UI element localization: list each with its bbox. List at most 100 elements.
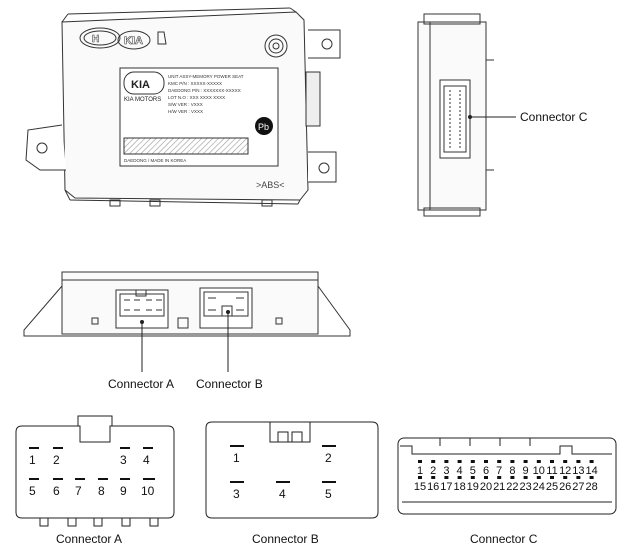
- pin-bar: [497, 476, 502, 479]
- pin-bar: [589, 460, 594, 463]
- pin-bar: [550, 460, 554, 463]
- label-line-6: H/W VER : VXXX: [168, 109, 203, 114]
- pin-bar: [497, 460, 502, 463]
- connector-b-front-pins: [208, 297, 244, 311]
- connector-a-front-pins: [124, 299, 162, 311]
- pin-label: 11: [546, 465, 557, 477]
- label-line-1: UNIT ASSY-MEMORY POWER SEAT: [168, 74, 244, 79]
- pin-label: 22: [506, 481, 518, 493]
- pin-bar: [431, 476, 436, 479]
- pin-label: 4: [143, 453, 150, 467]
- pin-label: 13: [572, 465, 584, 477]
- pin-label: 15: [414, 481, 426, 493]
- pin-label: 10: [141, 484, 155, 498]
- pin-bar: [470, 460, 475, 463]
- pin-label: 18: [453, 481, 465, 493]
- pin-label: 3: [233, 487, 240, 501]
- pin-bar: [322, 445, 336, 447]
- pin-label: 26: [559, 481, 571, 493]
- connector-b-outline: [205, 421, 379, 519]
- pin-label: 12: [559, 465, 571, 477]
- connector-a-outline: [15, 415, 175, 527]
- pin-label: 6: [483, 465, 489, 477]
- pin-label: 25: [546, 481, 558, 493]
- label-connector-b: Connector B: [252, 532, 319, 546]
- pin-bar: [75, 478, 85, 480]
- pin-bar: [29, 447, 39, 449]
- pin-bar: [484, 476, 488, 479]
- pin-label: 10: [533, 465, 545, 477]
- pin-bar: [120, 478, 130, 480]
- pin-label: 28: [585, 481, 597, 493]
- pin-label: 5: [29, 484, 36, 498]
- pin-label: 2: [325, 451, 332, 465]
- pb-free-text: Pb: [258, 122, 269, 132]
- pin-bar: [431, 460, 436, 463]
- pin-bar: [230, 481, 244, 483]
- pin-label: 2: [430, 465, 436, 477]
- pin-label: 4: [457, 465, 463, 477]
- abs-mark: >ABS<: [256, 180, 285, 190]
- hyundai-logo: H: [92, 34, 99, 45]
- pin-label: 8: [509, 465, 515, 477]
- pin-bar: [510, 460, 515, 463]
- pin-bar: [523, 460, 528, 463]
- module-front-view: [23, 271, 351, 337]
- pin-bar: [523, 476, 528, 479]
- pin-bar: [444, 476, 449, 479]
- pin-label: 16: [427, 481, 439, 493]
- label-connector-b-front: Connector B: [196, 377, 263, 391]
- pin-bar: [53, 478, 63, 480]
- pin-label: 1: [29, 453, 36, 467]
- pin-bar: [470, 476, 475, 479]
- pin-bar: [563, 460, 568, 463]
- pb-free-mark: [255, 117, 273, 135]
- kia-emblem-top: KIA: [124, 35, 143, 47]
- connector-b-top-row: 1 2: [230, 445, 336, 465]
- pin-bar: [120, 447, 130, 449]
- pin-label: 8: [98, 484, 105, 498]
- pin-bar: [29, 478, 39, 480]
- pin-label: 6: [53, 484, 60, 498]
- pin-bar: [563, 476, 568, 479]
- pin-bar: [276, 481, 290, 483]
- pin-label: 3: [443, 465, 449, 477]
- pin-bar: [457, 460, 462, 463]
- label-connector-c: Connector C: [470, 532, 538, 546]
- connector-a-top-row: 1 2 3 4: [29, 447, 153, 467]
- connector-a-bottom-row: 5 6 7 8 9 10: [29, 478, 155, 498]
- label-line-2: KMC P/N : XXXXX-XXXXX: [168, 81, 222, 86]
- pin-label: 20: [480, 481, 492, 493]
- pin-bar: [53, 447, 63, 449]
- label-line-5: S/W VER : VXXX: [168, 102, 203, 107]
- pin-label: 1: [417, 465, 423, 477]
- pin-bar: [322, 481, 336, 483]
- made-in-text: DAEDONG / MADE IN KOREA: [124, 158, 186, 163]
- pin-label: 23: [519, 481, 531, 493]
- pin-bar: [536, 476, 541, 479]
- pin-label: 27: [572, 481, 584, 493]
- pin-bar: [589, 476, 594, 479]
- label-connector-a-front: Connector A: [108, 377, 174, 391]
- pin-bar: [143, 447, 153, 449]
- pin-label: 1: [233, 451, 240, 465]
- pin-label: 17: [440, 481, 452, 493]
- pin-bar: [230, 445, 244, 447]
- module-side-view: [417, 13, 494, 217]
- pin-label: 7: [496, 465, 502, 477]
- connector-c-outline: [397, 437, 617, 515]
- pin-bar: [576, 460, 581, 463]
- pin-bar: [418, 476, 422, 479]
- leader-dot-connector-a: [140, 320, 144, 324]
- pin-bar: [576, 476, 581, 479]
- pin-bar: [418, 460, 422, 463]
- pin-label: 5: [470, 465, 476, 477]
- pin-label: 14: [585, 465, 597, 477]
- pin-label: 4: [279, 487, 286, 501]
- kia-motors-text: KIA MOTORS: [124, 97, 161, 103]
- pin-bar: [510, 476, 515, 479]
- pin-label: 9: [523, 465, 529, 477]
